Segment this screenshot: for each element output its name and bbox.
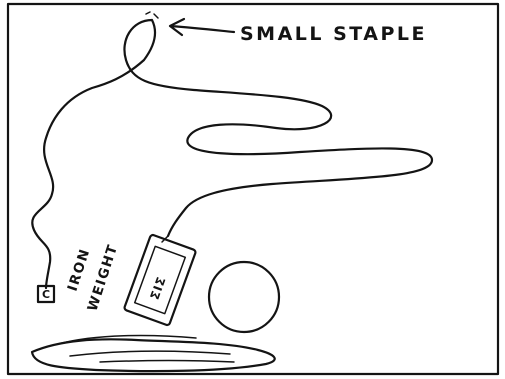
staple-marks-icon — [146, 12, 158, 18]
card-text: ΣΙΣ — [148, 274, 169, 301]
dish-base — [32, 339, 275, 371]
iron-label: IRON — [65, 246, 94, 293]
thread-line — [32, 20, 432, 288]
iron-weight-letter: C — [42, 288, 50, 301]
tilted-card: ΣΙΣ — [124, 234, 196, 326]
staple-label: SMALL STAPLE — [240, 23, 427, 45]
diagram-border — [8, 4, 498, 374]
staple-arrow-icon — [170, 19, 234, 35]
ball-icon — [209, 262, 279, 332]
